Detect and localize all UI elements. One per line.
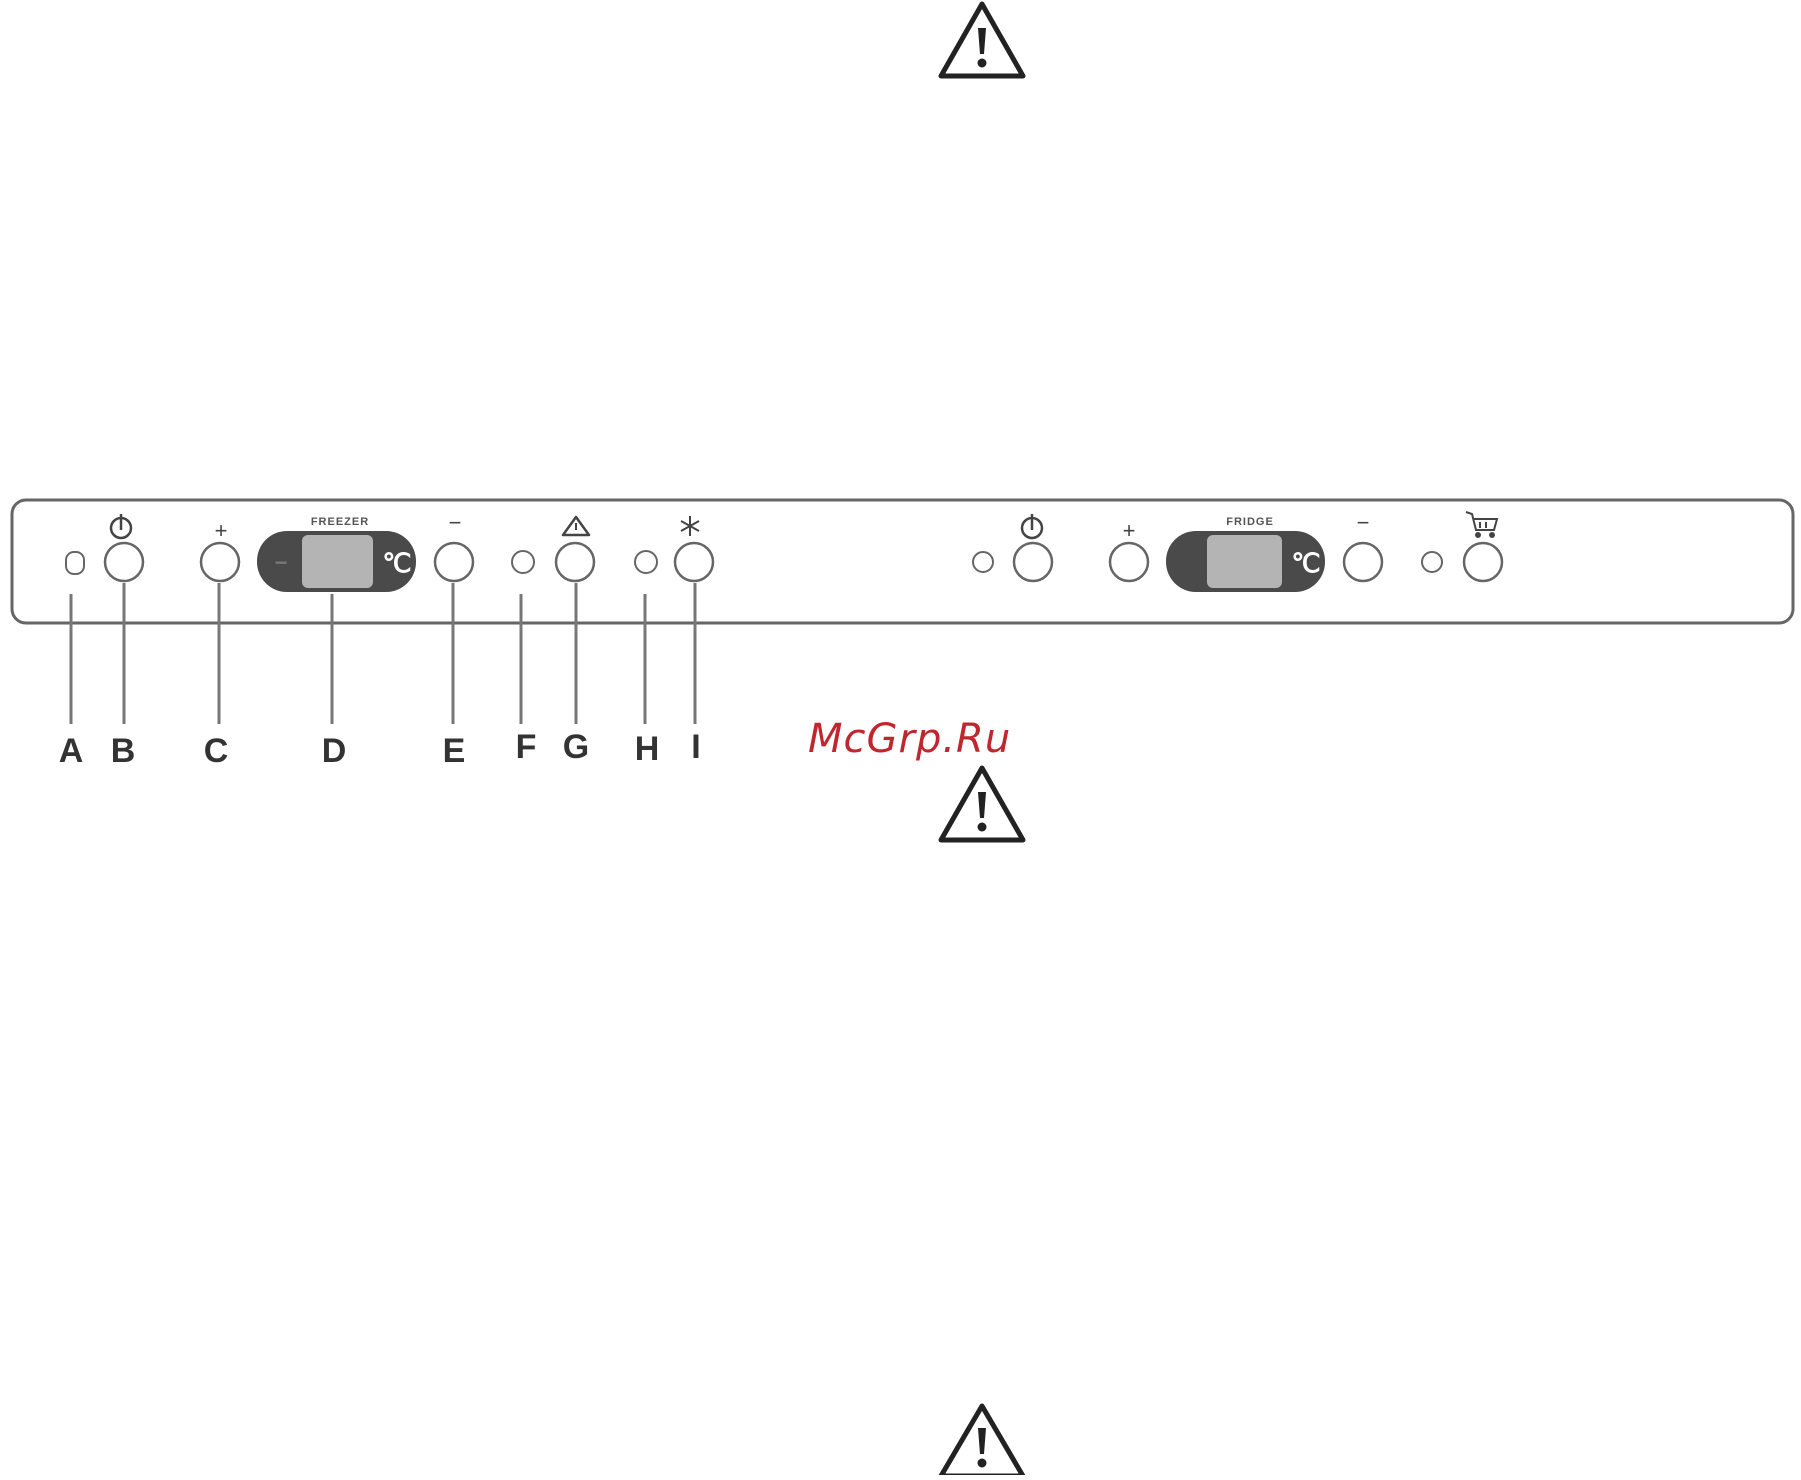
freezer-minus-label: − [449, 510, 462, 535]
shopping-cart-icon [1466, 512, 1497, 537]
shopping-button[interactable] [1464, 543, 1502, 581]
freezer-power-indicator [66, 552, 84, 574]
watermark: McGrp.Ru [808, 716, 1011, 762]
fridge-display: FRIDGE ℃ [1166, 516, 1325, 592]
callout-leader-lines [71, 583, 695, 724]
fridge-display-screen [1207, 535, 1282, 588]
warning-triangle-icon [941, 1406, 1023, 1475]
alarm-button[interactable] [556, 543, 594, 581]
callout-labels: A B C D E F G H I [59, 728, 701, 770]
freezer-power-button[interactable] [105, 543, 143, 581]
super-freeze-snowflake-icon [681, 516, 699, 536]
warning-triangle-icon [941, 4, 1023, 76]
super-freeze-button[interactable] [675, 543, 713, 581]
freezer-display: FREEZER − ℃ [257, 516, 416, 592]
callout-c: C [204, 732, 229, 770]
fridge-plus-label: + [1123, 518, 1136, 543]
freezer-display-label: FREEZER [311, 516, 369, 528]
callout-f: F [516, 728, 537, 766]
callout-d: D [322, 732, 347, 770]
alarm-indicator [512, 551, 534, 573]
fridge-display-label: FRIDGE [1226, 516, 1274, 528]
freezer-minus-button[interactable] [435, 543, 473, 581]
callout-b: B [111, 732, 136, 770]
warning-triangle-icon [941, 768, 1023, 840]
fridge-display-unit: ℃ [1291, 548, 1320, 578]
power-icon [111, 514, 131, 538]
fridge-minus-label: − [1357, 510, 1370, 535]
callout-e: E [443, 732, 466, 770]
super-freeze-indicator [635, 551, 657, 573]
freezer-plus-label: + [215, 518, 228, 543]
alarm-triangle-icon [563, 517, 589, 535]
fridge-plus-button[interactable] [1110, 543, 1148, 581]
power-icon [1022, 514, 1042, 538]
shopping-indicator [1422, 552, 1442, 572]
fridge-minus-button[interactable] [1344, 543, 1382, 581]
callout-g: G [563, 728, 589, 766]
callout-i: I [691, 728, 700, 766]
freezer-display-minus: − [275, 550, 288, 575]
freezer-plus-button[interactable] [201, 543, 239, 581]
callout-h: H [635, 730, 660, 768]
fridge-power-indicator [973, 552, 993, 572]
callout-a: A [59, 732, 84, 770]
freezer-display-unit: ℃ [382, 548, 411, 578]
freezer-display-screen [302, 535, 373, 588]
fridge-power-button[interactable] [1014, 543, 1052, 581]
